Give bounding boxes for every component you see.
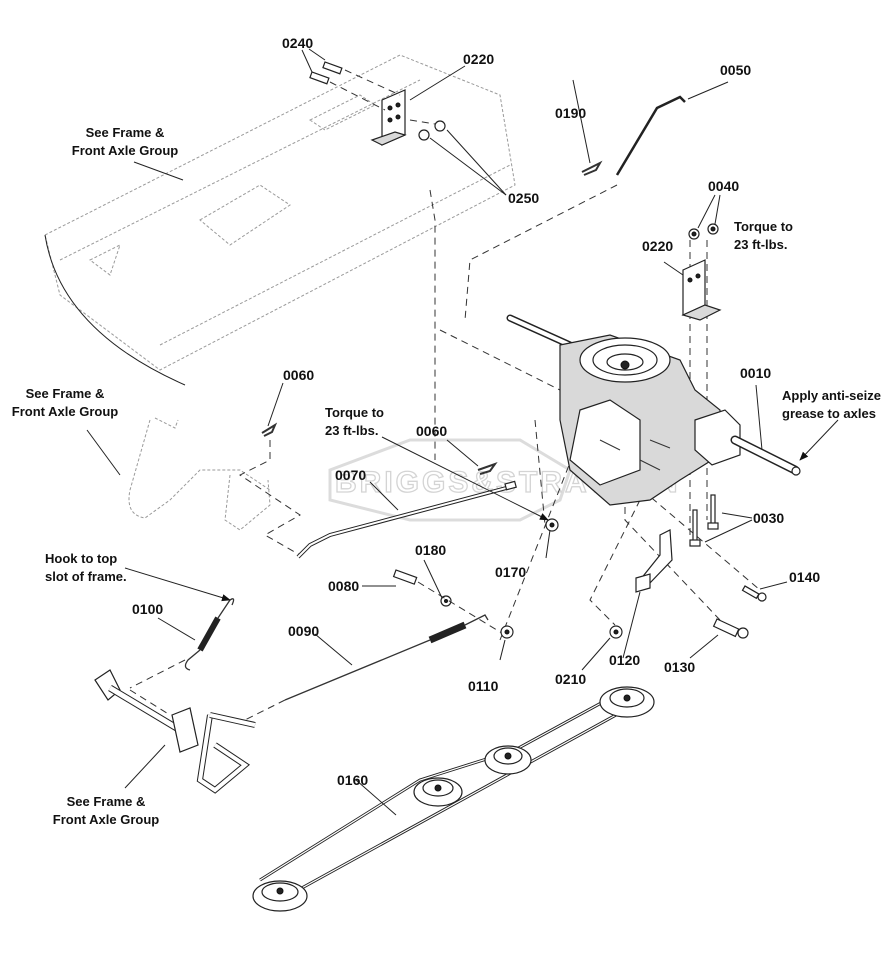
callout-0110[interactable]: 0110 — [468, 678, 499, 694]
note-see-frame-bottom: See Frame & Front Axle Group — [53, 794, 159, 827]
bolts-0030 — [689, 494, 719, 547]
callout-0060a[interactable]: 0060 — [283, 367, 314, 383]
callout-0240[interactable]: 0240 — [282, 35, 313, 51]
callout-0100[interactable]: 0100 — [132, 601, 163, 617]
nut-0210 — [609, 625, 623, 639]
pulley — [599, 686, 655, 718]
clip-0060b — [477, 462, 498, 475]
callout-0220b[interactable]: 0220 — [642, 238, 673, 254]
note-hook: Hook to top slot of frame. — [45, 551, 127, 584]
svg-text:23 ft-lbs.: 23 ft-lbs. — [325, 423, 378, 438]
note-torque-right: Torque to 23 ft-lbs. — [734, 219, 793, 252]
bolt-0130 — [712, 618, 749, 639]
svg-text:Torque to: Torque to — [734, 219, 793, 234]
callout-0170[interactable]: 0170 — [495, 564, 526, 580]
callout-0210[interactable]: 0210 — [555, 671, 586, 687]
svg-text:grease to axles: grease to axles — [782, 406, 876, 421]
callout-0120[interactable]: 0120 — [609, 652, 640, 668]
nuts-0040 — [688, 223, 719, 240]
svg-text:slot of frame.: slot of frame. — [45, 569, 127, 584]
svg-text:Front Axle Group: Front Axle Group — [53, 812, 159, 827]
note-anti-seize: Apply anti-seize grease to axles — [782, 388, 881, 421]
note-see-frame-top: See Frame & Front Axle Group — [72, 125, 178, 158]
spring-rod-0090 — [244, 614, 489, 721]
bolt-0140 — [741, 585, 767, 602]
bolts-0240 — [309, 61, 401, 111]
clip-0060a — [239, 422, 301, 556]
callout-0050[interactable]: 0050 — [720, 62, 751, 78]
leader-lines — [86, 48, 839, 816]
pulley — [252, 880, 308, 912]
washer-0180 — [417, 581, 506, 636]
svg-text:See Frame &: See Frame & — [26, 386, 105, 401]
note-see-frame-middle: See Frame & Front Axle Group — [12, 386, 118, 419]
svg-text:See Frame &: See Frame & — [86, 125, 165, 140]
brake-pedal-assembly — [94, 669, 256, 794]
callout-0140[interactable]: 0140 — [789, 569, 820, 585]
callout-0130[interactable]: 0130 — [664, 659, 695, 675]
svg-text:Hook to top: Hook to top — [45, 551, 117, 566]
callout-0060b[interactable]: 0060 — [416, 423, 447, 439]
callout-0010[interactable]: 0010 — [740, 365, 771, 381]
shift-rod-0070 — [296, 480, 517, 559]
callout-0220a[interactable]: 0220 — [463, 51, 494, 67]
pulley — [413, 777, 463, 807]
callout-0080[interactable]: 0080 — [328, 578, 359, 594]
svg-text:Torque to: Torque to — [325, 405, 384, 420]
svg-text:See Frame &: See Frame & — [67, 794, 146, 809]
bolt-0080 — [392, 569, 418, 585]
callout-0250[interactable]: 0250 — [508, 190, 539, 206]
svg-text:Front Axle Group: Front Axle Group — [72, 143, 178, 158]
pedal-ghost — [128, 417, 271, 531]
transaxle-0010 — [506, 314, 801, 506]
callout-0070[interactable]: 0070 — [335, 467, 366, 483]
bracket-0220a — [370, 89, 407, 146]
spacer-0110 — [500, 625, 514, 639]
drive-belt-0160 — [252, 686, 655, 912]
frame-ghost — [44, 54, 516, 386]
svg-text:Front Axle Group: Front Axle Group — [12, 404, 118, 419]
callout-0030[interactable]: 0030 — [753, 510, 784, 526]
note-torque-middle: Torque to 23 ft-lbs. — [325, 405, 384, 438]
rod-0050 — [464, 95, 686, 321]
nuts-0250 — [409, 119, 446, 141]
pulley — [484, 745, 532, 775]
svg-text:23 ft-lbs.: 23 ft-lbs. — [734, 237, 787, 252]
svg-text:Apply anti-seize: Apply anti-seize — [782, 388, 881, 403]
callout-0190[interactable]: 0190 — [555, 105, 586, 121]
bracket-0220b — [681, 259, 722, 321]
callout-0160[interactable]: 0160 — [337, 772, 368, 788]
nut-0170 — [545, 518, 559, 532]
clip-0190 — [581, 160, 603, 176]
callout-0040[interactable]: 0040 — [708, 178, 739, 194]
bracket-0120 — [635, 529, 673, 593]
callout-0180[interactable]: 0180 — [415, 542, 446, 558]
callout-0090[interactable]: 0090 — [288, 623, 319, 639]
